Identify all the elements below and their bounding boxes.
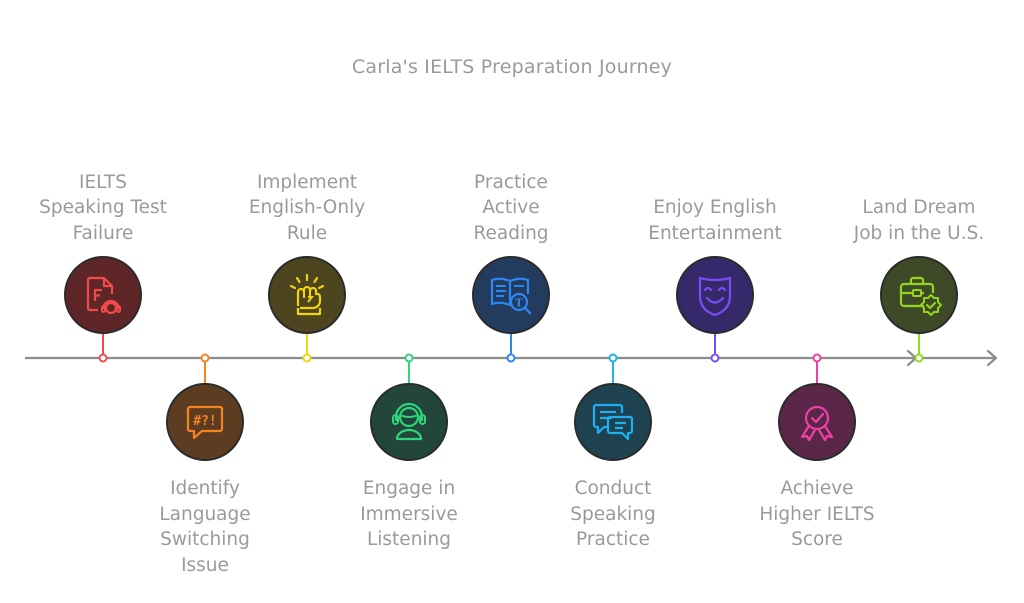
- book-magnifier-icon: T: [486, 270, 536, 320]
- failed-test-headphones-icon: [78, 270, 128, 320]
- timeline-marker: [200, 353, 210, 363]
- person-headphones-icon: [384, 397, 434, 447]
- step-node: T: [472, 256, 550, 334]
- svg-text:#?!: #?!: [193, 414, 216, 429]
- step-node: [64, 256, 142, 334]
- step-label: Identify Language Switching Issue: [159, 478, 251, 576]
- step-node: [370, 383, 448, 461]
- step-label: Implement English-Only Rule: [248, 171, 366, 244]
- step-node: [880, 256, 958, 334]
- svg-text:T: T: [515, 297, 524, 310]
- speech-bubble-symbols-icon: #?!: [180, 397, 230, 447]
- timeline-marker: [404, 353, 414, 363]
- step-label: IELTS Speaking Test Failure: [39, 171, 167, 244]
- timeline-marker: [506, 353, 516, 363]
- briefcase-badge-icon: [894, 270, 944, 320]
- timeline-marker: [812, 353, 822, 363]
- step-node: [574, 383, 652, 461]
- step-node: [676, 256, 754, 334]
- award-ribbon-icon: [792, 397, 842, 447]
- step-node: #?!: [166, 383, 244, 461]
- smiling-mask-icon: [690, 270, 740, 320]
- step-node: [778, 383, 856, 461]
- timeline-marker: [98, 353, 108, 363]
- step-label: Conduct Speaking Practice: [570, 478, 656, 550]
- chat-bubbles-icon: [588, 397, 638, 447]
- step-label: Land Dream Job in the U.S.: [853, 197, 985, 244]
- timeline-marker: [914, 353, 924, 363]
- step-label: Enjoy English Entertainment: [648, 197, 782, 244]
- step-label: Engage in Immersive Listening: [360, 478, 458, 550]
- timeline-marker: [710, 353, 720, 363]
- raised-fist-icon: [282, 270, 332, 320]
- step-node: [268, 256, 346, 334]
- step-label: Practice Active Reading: [473, 171, 549, 244]
- timeline-marker: [608, 353, 618, 363]
- timeline-marker: [302, 353, 312, 363]
- step-label: Achieve Higher IELTS Score: [759, 478, 875, 550]
- timeline-end-arrow-icon: [986, 349, 998, 367]
- diagram-title: Carla's IELTS Preparation Journey: [351, 56, 673, 78]
